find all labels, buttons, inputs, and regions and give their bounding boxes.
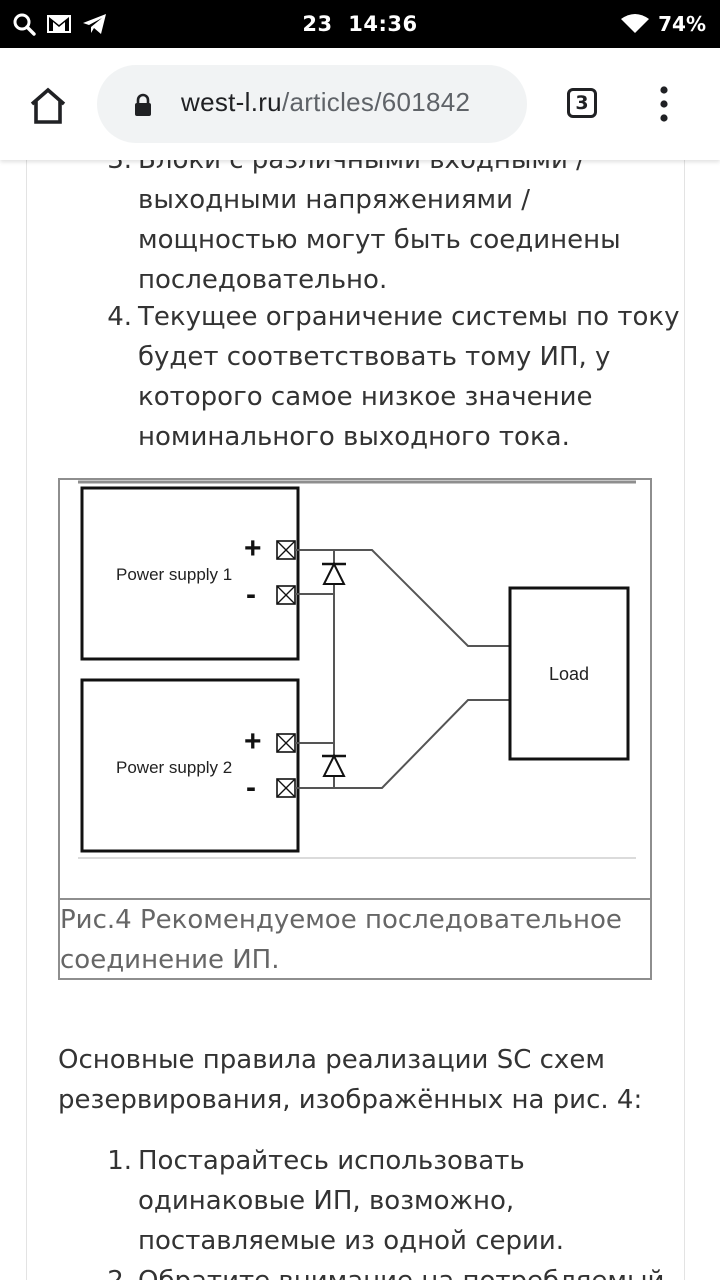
notification-icons: [12, 12, 108, 36]
search-icon: [13, 13, 36, 36]
wifi-icon: [621, 14, 650, 33]
list-number: 1.: [107, 1146, 132, 1176]
circuit-wires: [295, 549, 510, 789]
diode-2-icon: [322, 753, 346, 777]
list-item-1: 1. Постарайтесь использовать одинаковые …: [102, 1141, 662, 1261]
content-border-left: [26, 160, 27, 1280]
battery-level: 74%: [658, 12, 706, 36]
status-time: 14:36: [348, 12, 418, 36]
ps1-minus-terminal: [276, 585, 296, 605]
url-text[interactable]: west-l.ru/articles/601842: [181, 87, 470, 118]
status-clock: 23 14:36: [0, 12, 720, 36]
lock-icon: [135, 93, 151, 116]
paragraph-line: Основные правила реализации SC схем: [58, 1045, 605, 1075]
status-right: 74%: [620, 12, 706, 36]
address-bar[interactable]: west-l.ru/articles/601842: [97, 65, 527, 143]
list-text-line: которого самое низкое значение: [138, 382, 593, 412]
browser-toolbar: west-l.ru/articles/601842 3: [0, 48, 720, 160]
list-text-line: Постарайтесь использовать: [138, 1146, 525, 1176]
list-text-line: выходными напряжениями /: [138, 185, 530, 215]
status-bar: 23 14:36 74%: [0, 0, 720, 48]
list-item-4: 4. Текущее ограничение системы по току б…: [102, 297, 679, 457]
load-label: Load: [549, 664, 589, 684]
list-text-line: мощностью могут быть соединены: [138, 225, 621, 255]
url-domain: west-l.ru: [181, 87, 282, 117]
power-supply-2-box: [80, 678, 300, 853]
list-text-line: Текущее ограничение системы по току: [138, 302, 680, 332]
list-number: 4.: [107, 302, 132, 332]
figure-caption: Рис.4 Рекомендуемое последовательное сое…: [60, 900, 650, 980]
home-icon[interactable]: [26, 84, 70, 128]
list-item-3: 3. Блоки с различными входными / выходны…: [102, 140, 662, 300]
status-date: 23: [302, 12, 333, 36]
more-vert-icon[interactable]: [654, 84, 674, 124]
caption-line: Рис.4 Рекомендуемое последовательное: [60, 905, 622, 935]
list-text-line: одинаковые ИП, возможно,: [138, 1186, 515, 1216]
rules-paragraph: Основные правила реализации SC схем резе…: [58, 1040, 642, 1120]
circuit-diagram: Power supply 1 + - Power supply 2 + -: [78, 480, 636, 859]
list-text-line: поставляемые из одной серии.: [138, 1226, 565, 1256]
power-supply-2-label: Power supply 2: [116, 758, 232, 777]
url-path: /articles/601842: [281, 87, 471, 117]
caption-line: соединение ИП.: [60, 945, 280, 975]
ps1-plus-sign: +: [244, 532, 262, 565]
power-supply-1-label: Power supply 1: [116, 565, 232, 584]
list-text-line: последовательно.: [138, 265, 388, 295]
paragraph-line: резервирования, изображённых на рис. 4:: [58, 1085, 643, 1115]
ps2-plus-sign: +: [244, 725, 262, 758]
caption-divider: [60, 898, 650, 900]
list-text-line: номинального выходного тока.: [138, 422, 570, 452]
ps2-minus-terminal: [276, 778, 296, 798]
ps2-minus-sign: -: [246, 771, 256, 804]
gmail-icon: [47, 15, 71, 33]
list-item-2: 2. Обратите внимание на потребляемый: [102, 1261, 664, 1280]
power-supply-1-box: [80, 486, 300, 661]
diode-1-icon: [322, 561, 346, 585]
list-text-line: будет соответствовать тому ИП, у: [138, 342, 611, 372]
telegram-icon: [83, 14, 106, 34]
ps1-plus-terminal: [276, 540, 296, 560]
list-number: 2.: [102, 1261, 132, 1280]
tabs-button[interactable]: 3: [567, 88, 597, 118]
ps1-minus-sign: -: [246, 578, 256, 611]
list-text-line: Обратите внимание на потребляемый: [138, 1261, 664, 1280]
content-border-right: [684, 160, 685, 1280]
load-box: [508, 586, 630, 761]
figure-4: Power supply 1 + - Power supply 2 + -: [58, 478, 652, 980]
ps2-plus-terminal: [276, 733, 296, 753]
